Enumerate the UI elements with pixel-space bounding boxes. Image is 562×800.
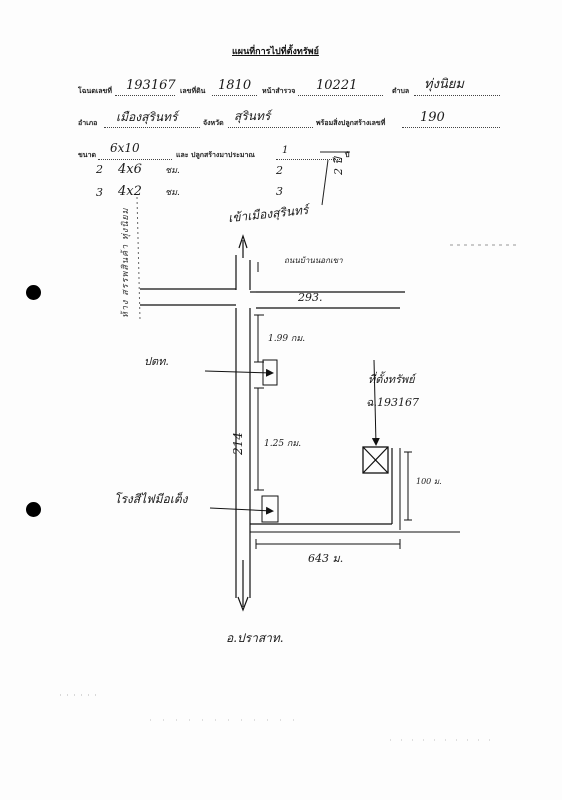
plot-label: พร้อมสิ่งปลูกสร้างเลขที่ — [316, 119, 386, 127]
rice-mill-marker — [261, 495, 279, 523]
road-214-label: 214 — [231, 432, 245, 455]
distance-right: 100 ม. — [416, 477, 442, 486]
punch-hole-bottom — [26, 502, 41, 517]
line3-num: 3 — [96, 186, 103, 199]
district-value: เมืองสุรินทร์ — [116, 110, 178, 124]
line2-right: 2 — [276, 164, 283, 177]
line2-size: 4x6 — [118, 162, 142, 177]
province-label: จังหวัด — [203, 119, 224, 127]
road-293-label: 293. — [298, 291, 323, 304]
province-value: สุรินทร์ — [234, 109, 271, 123]
punch-hole-top — [26, 285, 41, 300]
small-road-label: ถนนบ้านนอกเขา — [284, 256, 343, 265]
survey-label: หน้าสำรวจ — [262, 87, 296, 95]
survey-value: 10221 — [316, 78, 358, 93]
deed-value: 193167 — [126, 78, 176, 93]
distance-bottom: 643 ม. — [308, 552, 344, 565]
line3-right: 3 — [276, 185, 283, 198]
land-no-value: 1810 — [218, 78, 252, 93]
built-label: และ ปลูกสร้างมาประมาณ — [176, 151, 255, 159]
subdistrict-value: ทุ่งนิยม — [424, 77, 464, 92]
land-no-label: เลขที่ดิน — [180, 87, 206, 95]
line2-num: 2 — [96, 163, 103, 176]
landmark-rice-mill: โรงสีไฟมีอเต็ง — [114, 492, 188, 506]
bottom-destination-label: อ.ปราสาท. — [226, 631, 284, 645]
subdistrict-label: ตำบล — [392, 87, 410, 95]
district-label: อำเภอ — [78, 119, 98, 127]
line3-unit: ชม. — [165, 188, 180, 198]
property-marker — [362, 446, 389, 474]
property-label: ที่ตั้งทรัพย์ — [368, 373, 415, 386]
line2-unit: ชม. — [165, 166, 180, 176]
property-deed: ฉ.193167 — [366, 396, 419, 409]
years-label: ปี — [345, 151, 350, 159]
plot-value: 190 — [420, 110, 445, 125]
landmark-ptt: ปตท. — [144, 355, 169, 368]
distance-2: 1.25 กม. — [264, 439, 302, 449]
distance-1: 1.99 กม. — [268, 334, 306, 344]
deed-label: โฉนดเลขที่ — [78, 87, 112, 95]
built-value: 1 — [282, 145, 289, 156]
size-label: ขนาด — [78, 151, 97, 159]
size-value: 6x10 — [110, 141, 140, 155]
document-title: แผนที่การไปที่ตั้งทรัพย์ — [232, 47, 319, 57]
line3-size: 4x2 — [118, 184, 142, 199]
